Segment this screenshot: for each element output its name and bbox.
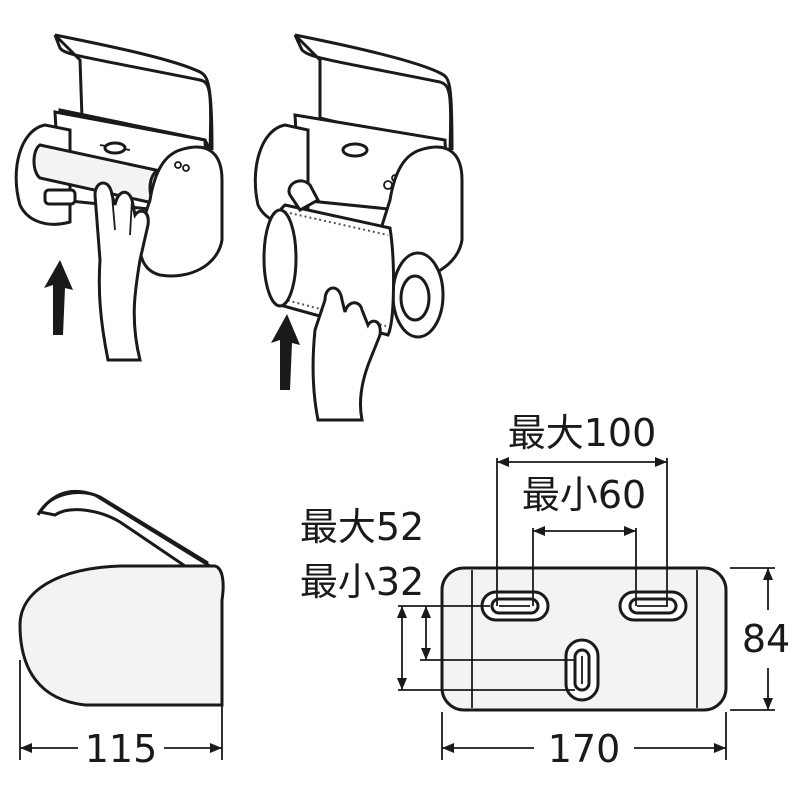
vertical-max-label: 最大52 bbox=[300, 505, 424, 549]
step1-illustration bbox=[14, 33, 224, 362]
up-arrow-icon bbox=[271, 314, 300, 390]
mount-slot-right bbox=[618, 590, 688, 622]
width-label: 170 bbox=[548, 727, 621, 771]
side-width-label: 115 bbox=[85, 727, 158, 771]
height-label: 84 bbox=[742, 617, 790, 661]
max-spacing-label: 最大100 bbox=[508, 411, 657, 455]
min-spacing-label: 最小60 bbox=[522, 473, 646, 517]
rear-view: 最大100 最小60 最大52 最小32 84 bbox=[300, 411, 790, 771]
mount-slot-left bbox=[480, 590, 550, 622]
up-arrow-icon bbox=[44, 260, 73, 335]
step2-illustration bbox=[253, 33, 464, 422]
side-view: 115 bbox=[18, 489, 225, 771]
vertical-min-label: 最小32 bbox=[300, 560, 424, 604]
mount-slot-center bbox=[564, 638, 600, 702]
